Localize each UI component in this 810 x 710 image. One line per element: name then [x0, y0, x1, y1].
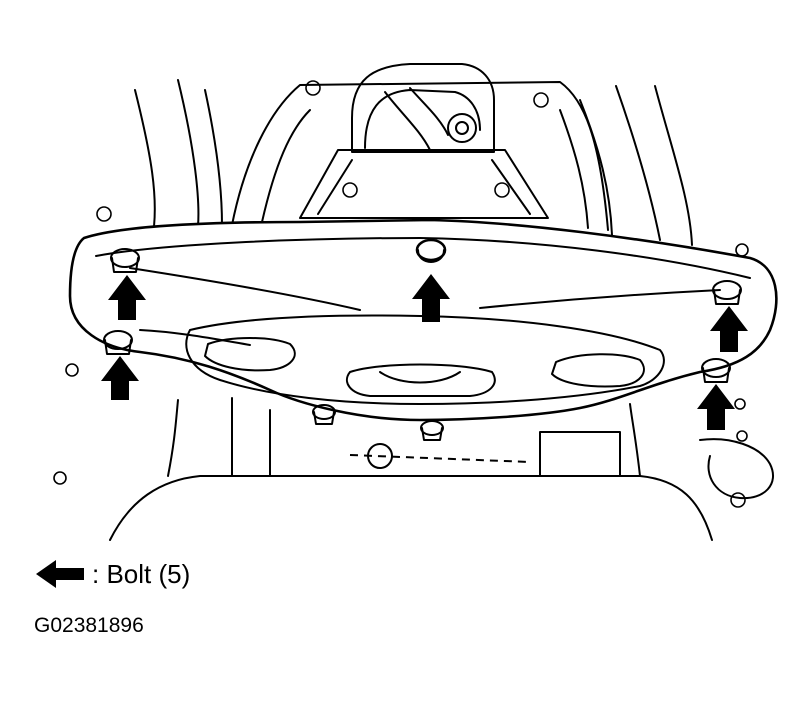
engine-mount — [299, 63, 549, 219]
bolt-head-center — [415, 238, 447, 263]
lower-bolt-left — [312, 404, 336, 425]
bolt-arrow-up-icon — [412, 274, 450, 322]
bolt-head-left-upper — [110, 248, 140, 273]
bolt-arrow-up-icon — [101, 356, 139, 400]
chassis-outline — [134, 79, 693, 246]
legend: : Bolt (5) — [34, 557, 190, 591]
bolt-head-right-lower — [701, 358, 731, 383]
lower-bolt-center — [420, 420, 444, 441]
bolt-head-right-upper — [712, 280, 742, 305]
bolt-arrow-up-icon — [108, 275, 146, 320]
legend-label: : Bolt (5) — [92, 559, 191, 589]
bolt-arrow-up-icon — [710, 306, 748, 352]
bolt-arrow-up-icon — [697, 384, 735, 430]
transmission-pan — [53, 206, 775, 541]
figure-code: G02381896 — [34, 614, 144, 637]
black-left-arrow-icon — [36, 560, 84, 588]
bolt-head-left-lower — [103, 330, 133, 355]
